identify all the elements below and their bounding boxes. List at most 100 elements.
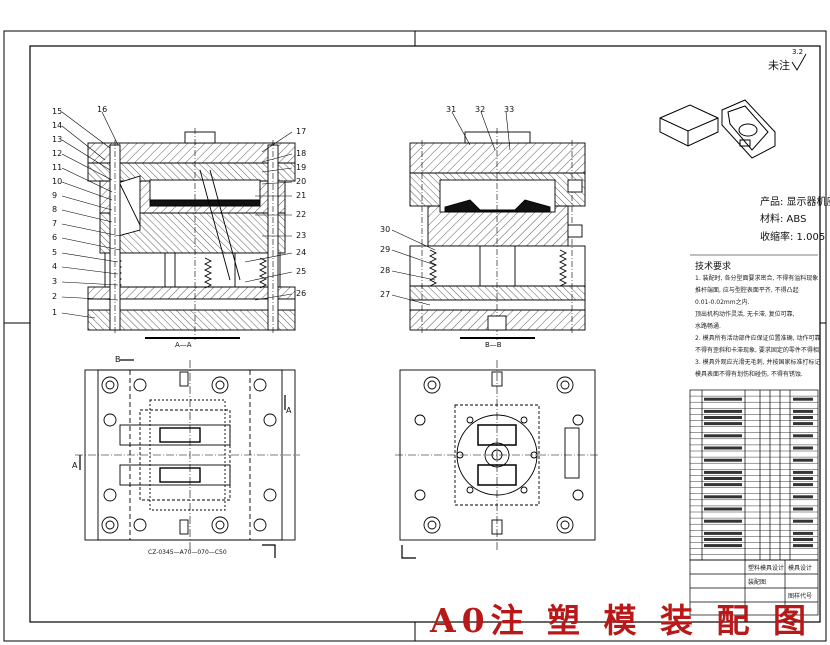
sheet-inner-frame (29, 45, 821, 623)
bom-row-text-mark (704, 458, 742, 462)
callout-21: 21 (296, 191, 307, 200)
callout-4: 4 (52, 262, 58, 271)
bom-row-text-mark (793, 507, 813, 511)
callout-28: 28 (380, 266, 391, 275)
title-block-row-3: 模具设计 (788, 565, 813, 572)
roughness-symbol-icon (791, 53, 807, 71)
callout-12: 12 (52, 149, 63, 158)
bom-row-text-mark (793, 446, 813, 450)
tech-note-line: 0.01-0.02mm之内. (695, 299, 750, 306)
tech-note-line: 2. 模具所有活动部件应保证位置准确, 动作可靠, (695, 335, 820, 342)
callout-19: 19 (296, 163, 307, 172)
plan-view-b (395, 360, 600, 550)
section-mark-a-left: A (72, 461, 78, 470)
bom-row-text-mark (704, 519, 742, 523)
plan-a-cavities (119, 399, 231, 511)
tech-note-line: 顶出机构动作灵活, 无卡滞, 复位可靠, (695, 311, 795, 318)
plan-b-corner-mark (401, 545, 416, 559)
bom-rows (690, 395, 818, 555)
section-b-label: B—B (485, 341, 502, 349)
callout-27: 27 (380, 290, 391, 299)
callout-14: 14 (52, 121, 63, 130)
title-block-row-2: 装配图 (748, 579, 767, 586)
tech-title: 技术要求 (695, 262, 732, 272)
callout-11: 11 (52, 163, 63, 172)
product-line: 产品: 显示器机座 (760, 197, 830, 208)
callout-10: 10 (52, 177, 63, 186)
callout-25: 25 (296, 267, 307, 276)
plan-a-section-marks (79, 359, 286, 558)
callout-20: 20 (296, 177, 307, 186)
callout-9: 9 (52, 191, 58, 200)
surface-value: 3.2 (792, 48, 804, 56)
callout-30: 30 (380, 225, 391, 234)
bom-row-text-mark (704, 477, 742, 480)
callout-23: 23 (296, 231, 307, 240)
bom-row-text-mark (793, 434, 813, 438)
bom-row-text-mark (793, 531, 813, 535)
bom-row-text-mark (793, 519, 813, 523)
title-block-row-1: 塑料模具设计 (748, 565, 785, 572)
shrink-line: 收缩率: 1.005 (760, 232, 826, 243)
callout-29: 29 (380, 245, 391, 254)
bom-row-text-mark (793, 470, 813, 474)
callout-24: 24 (296, 248, 307, 257)
bom-row-text-mark (793, 458, 813, 462)
bom-row-text-mark (704, 446, 742, 450)
callout-6: 6 (52, 233, 58, 242)
callout-32: 32 (475, 105, 486, 114)
bom-row-text-mark (793, 422, 813, 426)
bom-row-text-mark (704, 495, 742, 499)
callout-26: 26 (296, 289, 307, 298)
bom-row-text-mark (793, 495, 813, 499)
tech-note-line: 模具表面不得有划伤和碰伤, 不得有锈蚀. (695, 371, 803, 378)
callout-8: 8 (52, 205, 58, 214)
bom-row-text-mark (704, 538, 742, 541)
callout-18: 18 (296, 149, 307, 158)
section-a-label: A—A (175, 341, 192, 349)
section-b-view (409, 128, 586, 340)
plan-view-a (75, 360, 300, 550)
callout-13: 13 (52, 135, 63, 144)
frame-center-marks (4, 31, 826, 641)
leaders-b (391, 111, 511, 306)
bom-row-text-mark (793, 409, 813, 413)
bom-row-text-mark (793, 483, 813, 487)
tech-note-line: 1. 装配时, 各分型面要求密合, 不得有溢料现象 (695, 275, 819, 282)
title-block-row-4: 图样代号 (788, 593, 813, 600)
bom-row-text-mark (704, 416, 742, 419)
tech-note-line: 推杆端面, 应与型腔表面平齐, 不得凸起 (695, 287, 799, 294)
title-block (689, 559, 819, 616)
tech-note-line: 不得有歪斜和卡滞现象, 要求固定的零件不得相对窜动. (695, 347, 820, 354)
callout-5: 5 (52, 248, 58, 257)
callout-33: 33 (504, 105, 515, 114)
tech-note-line: 3. 模具外观应光滑无毛刺, 并按国家标准打标记, (695, 359, 820, 366)
bom-row-text-mark (704, 470, 742, 474)
callout-16: 16 (97, 105, 108, 114)
bom-row-text-mark (793, 477, 813, 480)
leaders-a (61, 111, 293, 319)
bom-row-text-mark (704, 422, 742, 426)
bom-row-text-mark (704, 531, 742, 535)
bom-row-text-mark (793, 544, 813, 548)
callout-31: 31 (446, 105, 457, 114)
plan-a-caption: CZ-0345—A70—070—C50 (148, 549, 227, 556)
callout-22: 22 (296, 210, 307, 219)
bom-row-text-mark (704, 544, 742, 548)
callout-3: 3 (52, 277, 58, 286)
section-mark-b-left: B (115, 355, 121, 364)
tech-notes: 1. 装配时, 各分型面要求密合, 不得有溢料现象 推杆端面, 应与型腔表面平齐… (695, 273, 820, 381)
callout-2: 2 (52, 292, 58, 301)
bom-row-text-mark (704, 434, 742, 438)
callout-1: 1 (52, 308, 58, 317)
product-sketch (659, 99, 776, 159)
callout-7: 7 (52, 219, 58, 228)
section-a-view (87, 128, 296, 340)
watermark-title: A0注 塑 模 装 配 图 (430, 601, 813, 640)
tech-note-line: 水路畅通. (695, 323, 721, 330)
bom-row-text-mark (704, 483, 742, 487)
section-mark-a-right: A (286, 406, 292, 415)
bom-row-text-mark (704, 397, 742, 401)
material-line: 材料: ABS (760, 214, 807, 225)
